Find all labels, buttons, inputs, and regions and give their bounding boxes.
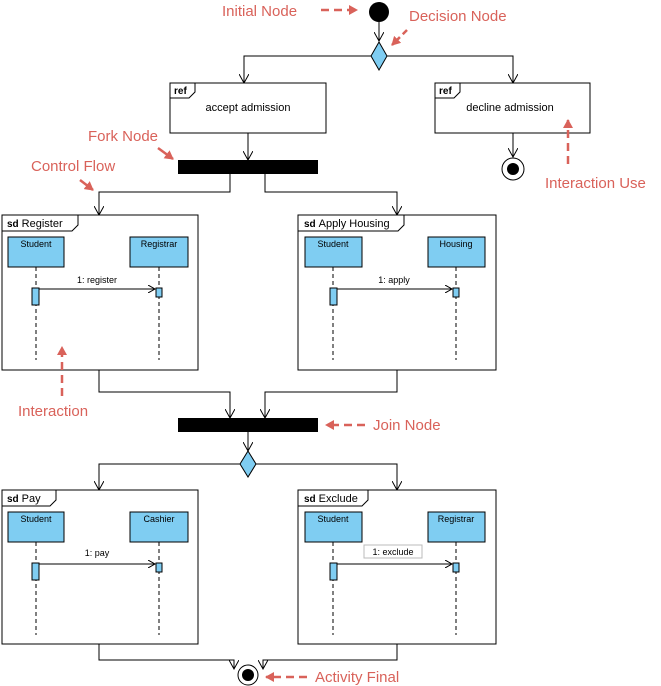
frame-title: Exclude: [319, 493, 358, 505]
flow-decision-to-exclude: [256, 463, 397, 490]
ref-keyword: ref: [174, 86, 187, 97]
lifeline-label: Housing: [439, 239, 472, 249]
activation-bar: [31, 287, 40, 306]
frame-keyword: sd: [7, 494, 19, 505]
activation-bar: [155, 287, 163, 298]
lifeline-head[interactable]: [7, 236, 65, 268]
frame-keyword: sd: [7, 219, 19, 230]
flow-fork-to-housing: [264, 174, 397, 215]
activation-bar: [329, 562, 338, 581]
lifeline-label: Student: [20, 239, 52, 249]
annotation-fork-node: Fork Node: [88, 128, 158, 145]
fork-node[interactable]: [178, 160, 318, 174]
annotation-interaction-use: Interaction Use: [545, 175, 646, 192]
message-label: 1: exclude: [372, 547, 413, 557]
frame-title: Pay: [22, 493, 41, 505]
frame-keyword: sd: [304, 219, 316, 230]
lifeline-head[interactable]: [7, 511, 65, 543]
annotation-activity-final: Activity Final: [315, 669, 399, 686]
flow-exclude-to-final: [263, 644, 398, 669]
activation-bar: [452, 562, 460, 573]
annotations: Initial Node Decision Node Fork Node Con…: [18, 3, 646, 686]
flow-decision-to-pay: [99, 463, 240, 490]
ref-accept-admission[interactable]: ref accept admission: [169, 82, 327, 134]
lifeline-head[interactable]: [304, 511, 363, 543]
flow-fork-to-register: [99, 174, 231, 215]
flow-register-to-join: [98, 370, 230, 418]
flow-final-node[interactable]: [501, 157, 525, 181]
lifeline-label: Registrar: [141, 239, 178, 249]
lifeline-label: Cashier: [143, 514, 174, 524]
message-label: 1: pay: [85, 548, 110, 558]
flow-decision-to-decline: [387, 55, 513, 83]
lifeline-head[interactable]: [129, 511, 189, 543]
lifeline-label: Registrar: [438, 514, 475, 524]
activity-final-node[interactable]: [237, 664, 259, 686]
lifeline-head[interactable]: [427, 511, 486, 543]
frame-title: Register: [22, 218, 63, 230]
frame-keyword: sd: [304, 494, 316, 505]
activation-bar: [329, 287, 338, 306]
annotation-interaction: Interaction: [18, 403, 88, 420]
annotation-arrow: [157, 146, 174, 161]
frame-title: Apply Housing: [319, 218, 390, 230]
annotation-arrow: [391, 29, 408, 46]
activation-bar: [155, 562, 163, 573]
lifeline-label: Student: [20, 514, 52, 524]
decision-node-top[interactable]: [370, 40, 388, 72]
ref-label: decline admission: [466, 102, 553, 114]
annotation-initial-node: Initial Node: [222, 3, 297, 20]
join-node[interactable]: [178, 418, 318, 432]
decision-node-bottom[interactable]: [239, 450, 257, 478]
message-label: 1: register: [77, 275, 117, 285]
flow-housing-to-join: [265, 370, 398, 418]
flow-pay-to-final: [98, 644, 234, 669]
message-label-box: [363, 544, 423, 559]
annotation-decision-node: Decision Node: [409, 8, 507, 25]
annotation-join-node: Join Node: [373, 417, 441, 434]
annotation-arrow: [79, 179, 94, 191]
lifeline-label: Student: [317, 239, 349, 249]
flow-decision-to-accept: [244, 55, 371, 83]
activation-bar: [31, 562, 40, 581]
ref-decline-admission[interactable]: ref decline admission: [434, 82, 591, 134]
activation-bar: [452, 287, 460, 298]
lifeline-head[interactable]: [129, 236, 189, 268]
annotation-control-flow: Control Flow: [31, 158, 115, 175]
message-label: 1: apply: [378, 275, 410, 285]
control-flows: [99, 22, 513, 669]
initial-node[interactable]: [369, 2, 389, 22]
ref-keyword: ref: [439, 86, 452, 97]
ref-label: accept admission: [206, 102, 291, 114]
lifeline-head[interactable]: [304, 236, 363, 268]
lifeline-label: Student: [317, 514, 349, 524]
